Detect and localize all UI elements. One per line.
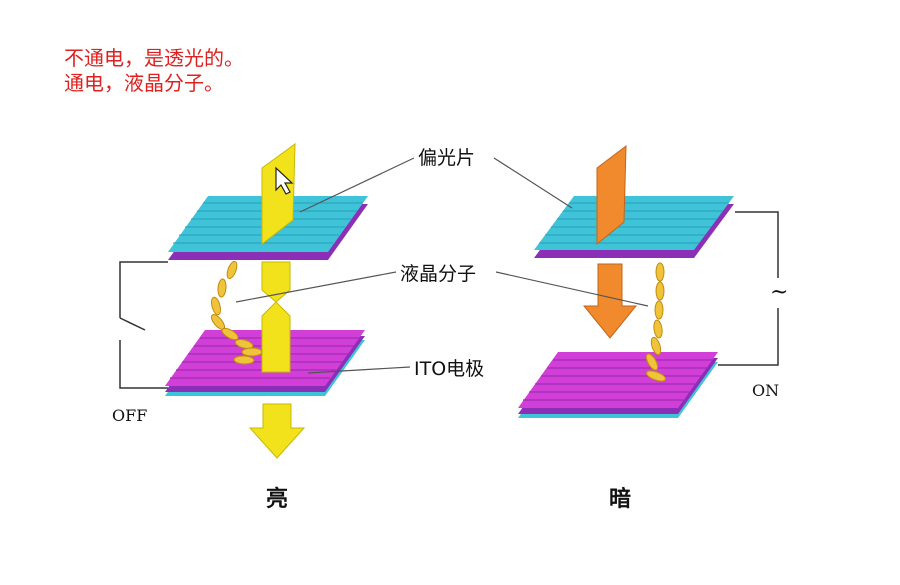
on-polarized-light-sheet — [596, 144, 627, 246]
liquid-crystal-label: 液晶分子 — [400, 263, 476, 285]
note-line-2: 通电，液晶分子。 — [64, 71, 224, 95]
ac-symbol: ~ — [770, 280, 788, 305]
off-switch-open — [119, 317, 146, 331]
off-circuit-wire — [119, 261, 168, 318]
off-liquid-crystal-molecules — [210, 260, 263, 365]
on-circuit-wire — [735, 211, 779, 278]
off-light-beam — [261, 261, 291, 373]
on-label: ON — [752, 381, 779, 400]
note-line-1: 不通电，是透光的。 — [64, 46, 244, 70]
mouse-cursor-icon — [275, 166, 294, 195]
dark-label: 暗 — [609, 486, 631, 512]
leader-polarizer-right — [493, 157, 573, 209]
off-label: OFF — [112, 406, 147, 425]
leader-lines — [235, 157, 649, 374]
ito-electrode-label: ITO电极 — [414, 358, 484, 380]
on-liquid-crystal-molecules — [645, 262, 666, 382]
off-polarized-light-sheet — [261, 142, 296, 246]
on-assembly — [518, 144, 779, 418]
leader-polarizer-left — [299, 157, 415, 213]
leader-lc-right — [495, 271, 649, 307]
on-circuit-wire-bottom — [718, 308, 779, 366]
annotation-notes: 不通电，是透光的。 通电，液晶分子。 — [64, 46, 244, 96]
leader-ito-left — [307, 366, 411, 374]
off-circuit-wire-bottom — [119, 340, 168, 389]
bright-label: 亮 — [266, 486, 288, 512]
leader-lc-left — [235, 271, 397, 303]
off-output-arrow — [248, 403, 306, 459]
on-blocked-light-arrow — [582, 263, 638, 339]
polarizer-label: 偏光片 — [418, 147, 475, 169]
on-bottom-electrode — [518, 352, 718, 418]
on-top-polarizer — [534, 196, 734, 258]
